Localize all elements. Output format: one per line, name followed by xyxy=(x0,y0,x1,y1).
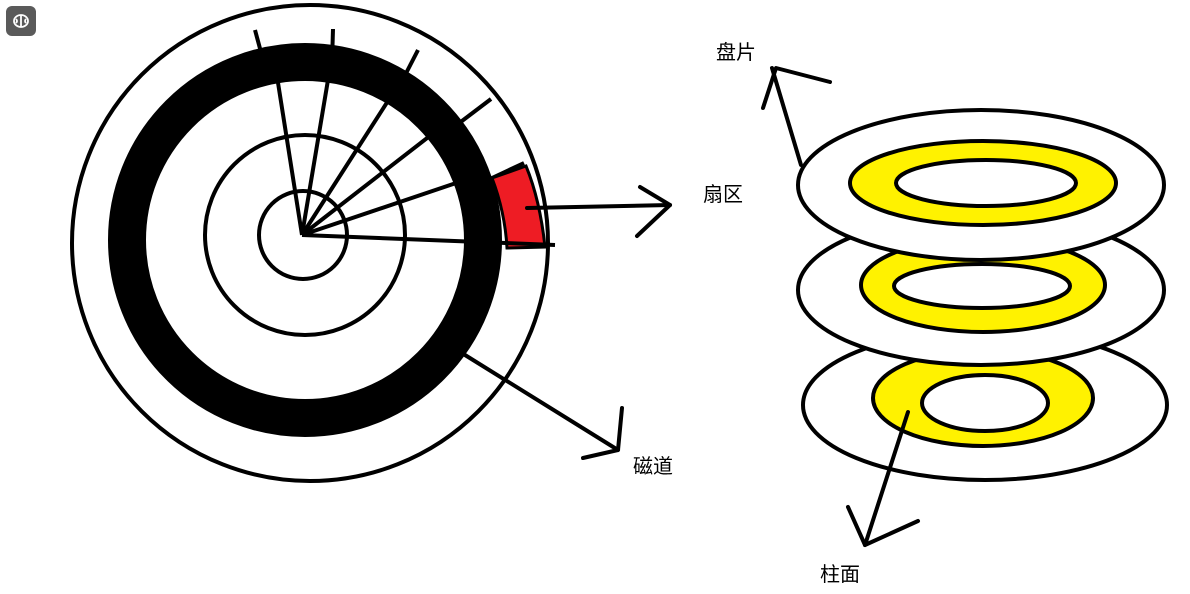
platter-stack xyxy=(796,108,1169,482)
radial-line xyxy=(274,69,304,236)
track-label: 磁道 xyxy=(633,454,673,478)
radial-line xyxy=(300,67,332,236)
platter-label: 盘片 xyxy=(716,40,756,64)
sector-line xyxy=(456,97,493,126)
cylinder-arrow xyxy=(846,410,920,547)
platter-bottom xyxy=(801,328,1169,482)
platter-top xyxy=(796,108,1166,262)
highlighted-track-ring xyxy=(108,43,502,437)
radial-line xyxy=(300,88,397,237)
platter-middle xyxy=(796,213,1166,367)
sector-arrow xyxy=(525,185,672,238)
highlighted-sector xyxy=(490,164,547,250)
track-arrow xyxy=(463,353,624,460)
cylinder-label: 柱面 xyxy=(820,562,860,586)
app-badge[interactable] xyxy=(6,6,36,36)
brain-icon xyxy=(13,14,29,28)
sector-label: 扇区 xyxy=(703,182,743,206)
radial-line xyxy=(301,233,556,247)
radial-line xyxy=(300,126,442,237)
platter-arrow xyxy=(761,66,832,167)
radial-line xyxy=(301,178,466,237)
platter-top-view xyxy=(70,3,556,483)
inner-track-circle xyxy=(203,133,407,337)
